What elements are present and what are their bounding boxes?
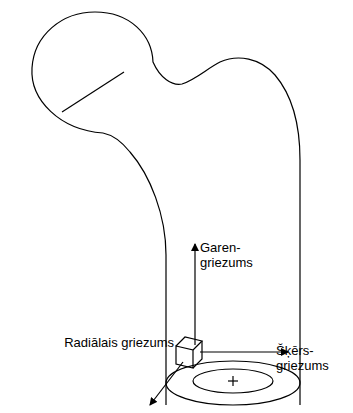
radial-arrow	[150, 362, 183, 405]
transverse-arrow	[200, 351, 288, 352]
center-mark	[232, 376, 233, 386]
radial-label: Radiālais griezums	[54, 335, 174, 350]
head-neck-line	[62, 72, 124, 112]
femur-outline	[32, 12, 300, 405]
shaft-section-inner	[193, 369, 273, 393]
sample-cube	[176, 337, 202, 368]
longitudinal-arrow	[194, 244, 195, 345]
transverse-label: Šķērs- griezums	[276, 343, 348, 373]
longitudinal-label: Garen- griezums	[200, 240, 270, 270]
